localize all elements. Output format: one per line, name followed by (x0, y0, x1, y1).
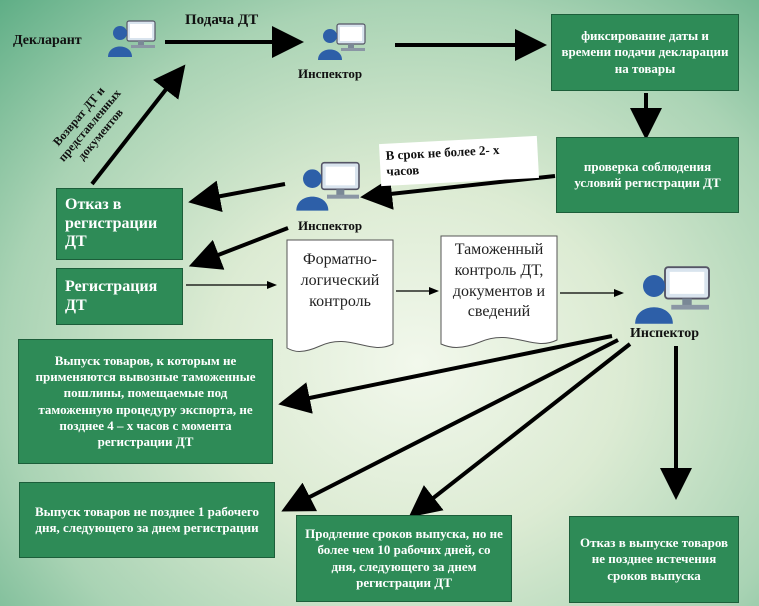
arrow-return-to-declarant (90, 64, 186, 186)
fix-date-box: фиксирование даты и времени подачи декла… (551, 14, 739, 91)
doc-shape-customs (440, 235, 558, 348)
arrow-to-refusal-registration (188, 180, 286, 213)
refusal-registration-box: Отказ в регистрации ДТ (56, 188, 183, 260)
arrow-to-extension (408, 342, 632, 518)
person-computer-icon (635, 266, 710, 324)
person-computer-icon (108, 20, 156, 57)
format-control-doc: Форматно-логический контроль (300, 251, 380, 310)
inspector-label-top: Инспектор (298, 66, 363, 81)
arrow-to-release-1day (281, 338, 619, 512)
check-conditions-box: проверка соблюдения условий регистрации … (556, 137, 739, 213)
release-4h-box: Выпуск товаров, к которым не применяются… (18, 339, 273, 464)
arrow-check-to-inspector (360, 174, 556, 210)
release-1day-box: Выпуск товаров не позднее 1 рабочего дня… (19, 482, 275, 558)
inspector-label-mid: Инспектор (298, 218, 363, 233)
customs-control-doc: Таможенный контроль ДТ, документов и све… (452, 241, 546, 321)
inspector-label-right: Инспектор (630, 326, 699, 341)
registration-box: Регистрация ДТ (56, 268, 183, 325)
extension-box: Продление сроков выпуска, но не более че… (296, 515, 512, 602)
declarant-label: Декларант (13, 33, 82, 48)
submission-label: Подача ДТ (185, 12, 259, 28)
arrow-to-registration (188, 226, 289, 270)
person-computer-icon (296, 161, 360, 211)
doc-shape-format (286, 239, 394, 352)
person-computer-icon (318, 23, 366, 60)
refusal-release-box: Отказ в выпуске товаров не позднее истеч… (569, 516, 739, 603)
arrow-to-release-4h (278, 334, 613, 414)
time-limit-note: В срок не более 2- х часов (379, 135, 539, 187)
